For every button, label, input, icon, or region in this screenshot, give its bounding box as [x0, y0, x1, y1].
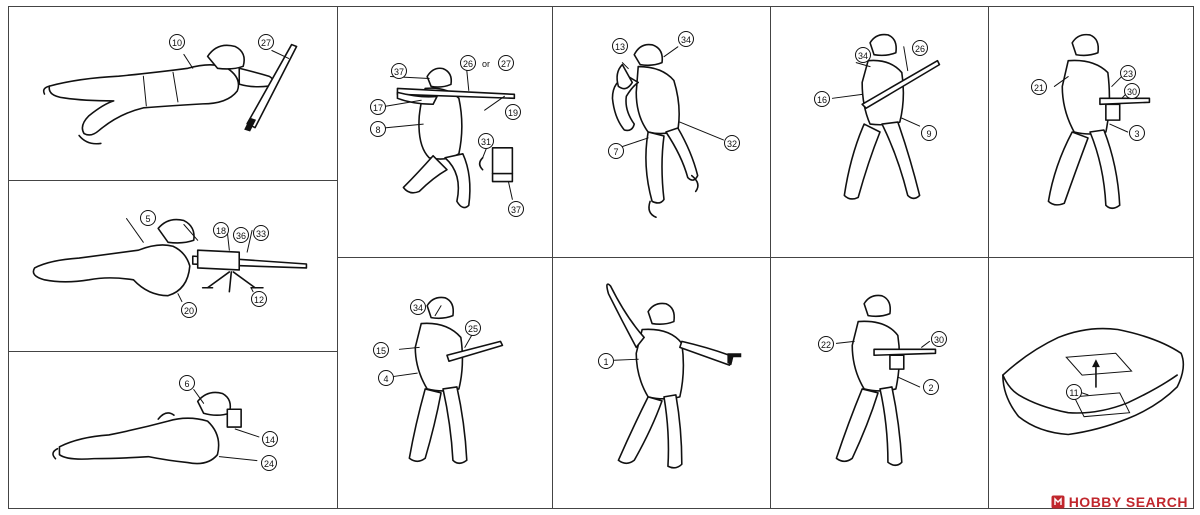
- callout-15: 15: [373, 342, 389, 358]
- callout-24: 24: [261, 455, 277, 471]
- callout-21: 21: [1031, 79, 1047, 95]
- panel-prone-binoculars: 6 14 24: [8, 351, 338, 509]
- callout-8: 8: [370, 121, 386, 137]
- callout-10: 10: [169, 34, 185, 50]
- callout-7: 7: [608, 143, 624, 159]
- callout-32: 32: [724, 135, 740, 151]
- callout-5: 5: [140, 210, 156, 226]
- callout-34: 34: [410, 299, 426, 315]
- panel-kneeling-rifleman: 37 26 or 27 17 19 8 31 37: [337, 6, 553, 258]
- callout-26: 26: [460, 55, 476, 71]
- callout-27: 27: [498, 55, 514, 71]
- callout-34: 34: [855, 47, 871, 63]
- panel-officer-pistol: 1: [552, 257, 771, 509]
- smg-soldier-illustration: [1047, 33, 1151, 210]
- smg-firing-illustration: [835, 294, 937, 467]
- callout-30: 30: [1124, 83, 1140, 99]
- smg-walking-illustration: [389, 296, 504, 465]
- callout-37-bottom: 37: [508, 201, 524, 217]
- callout-17: 17: [370, 99, 386, 115]
- base-illustration: [1002, 327, 1185, 436]
- callout-31: 31: [478, 133, 494, 149]
- callout-30: 30: [931, 331, 947, 347]
- panel-prone-rifleman: 10 27: [8, 6, 338, 181]
- callout-12: 12: [251, 291, 267, 307]
- callout-11: 11: [1066, 384, 1082, 400]
- callout-26: 26: [912, 40, 928, 56]
- prone-rifleman-illustration: [42, 43, 298, 145]
- or-text: or: [482, 59, 491, 69]
- panel-machine-gunner: 5 18 36 33 12 20: [8, 180, 338, 352]
- officer-pistol-illustration: [606, 283, 742, 469]
- callout-37-top: 37: [391, 63, 407, 79]
- callout-34: 34: [678, 31, 694, 47]
- callout-2: 2: [923, 379, 939, 395]
- callout-27: 27: [258, 34, 274, 50]
- watermark: HOBBY SEARCH: [1051, 493, 1188, 511]
- panel-smg-walking: 34 25 15 4: [337, 257, 553, 509]
- callout-9: 9: [921, 125, 937, 141]
- callout-22: 22: [818, 336, 834, 352]
- grenade-thrower-illustration: [611, 43, 724, 219]
- callout-14: 14: [262, 431, 278, 447]
- hobby-search-logo-icon: [1051, 495, 1065, 509]
- panel-standing-rifleman: 34 26 16 9: [770, 6, 989, 258]
- callout-6: 6: [179, 375, 195, 391]
- prone-binoculars-illustration: [52, 389, 260, 465]
- callout-1: 1: [598, 353, 614, 369]
- standing-rifleman-illustration: [831, 33, 941, 200]
- watermark-text: HOBBY SEARCH: [1068, 494, 1188, 510]
- panel-grenade-thrower: 13 34 7 32: [552, 6, 771, 258]
- callout-33: 33: [253, 225, 269, 241]
- callout-36: 36: [233, 227, 249, 243]
- callout-3: 3: [1129, 125, 1145, 141]
- callout-18: 18: [213, 222, 229, 238]
- callout-13: 13: [612, 38, 628, 54]
- machine-gunner-illustration: [32, 218, 308, 303]
- callout-19: 19: [505, 104, 521, 120]
- callout-4: 4: [378, 370, 394, 386]
- callout-16: 16: [814, 91, 830, 107]
- kneeling-rifleman-illustration: [383, 67, 516, 209]
- panel-smg-firing: 22 30 2: [770, 257, 989, 509]
- callout-25: 25: [465, 320, 481, 336]
- panel-smg-soldier: 21 23 30 3: [988, 6, 1194, 258]
- panel-base: 11: [988, 257, 1194, 509]
- callout-20: 20: [181, 302, 197, 318]
- callout-23: 23: [1120, 65, 1136, 81]
